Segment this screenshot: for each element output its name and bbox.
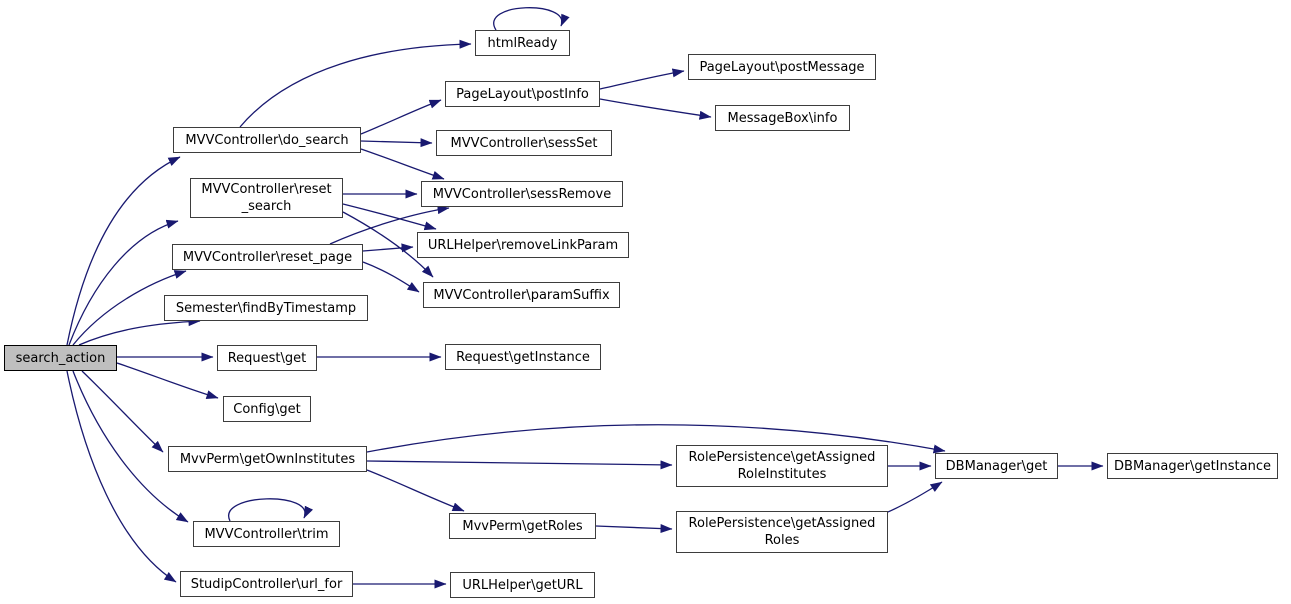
node-messagebox-info[interactable]: MessageBox\info xyxy=(715,105,850,131)
edge-do_search-htmlReady xyxy=(239,39,472,128)
node-rolepersistence-getassignedroles[interactable]: RolePersistence\getAssigned Roles xyxy=(676,511,888,553)
node-label: PageLayout\postInfo xyxy=(456,86,589,102)
node-label: MVVController\sessRemove xyxy=(432,186,612,202)
node-mvvcontroller-sessset[interactable]: MVVController\sessSet xyxy=(436,130,612,156)
node-label: URLHelper\getURL xyxy=(462,577,583,593)
edge-search_action-config_get xyxy=(116,362,219,399)
edge-getRoles-getAssignedRoles xyxy=(595,524,673,534)
node-mvvperm-getowninstitutes[interactable]: MvvPerm\getOwnInstitutes xyxy=(168,446,367,472)
edge-search_action-findByTimestamp xyxy=(78,317,201,346)
edge-do_search-sessRemove xyxy=(360,148,445,180)
node-urlhelper-geturl[interactable]: URLHelper\getURL xyxy=(450,572,595,598)
edge-postInfo-postMessage xyxy=(599,68,685,90)
node-htmlready[interactable]: htmlReady xyxy=(475,30,570,56)
node-label: Request\get xyxy=(227,350,307,366)
edge-reset_search-paramSuffix xyxy=(342,211,434,278)
node-label: MvvPerm\getRoles xyxy=(462,518,583,534)
edge-search_action-do_search xyxy=(66,156,181,346)
node-config-get[interactable]: Config\get xyxy=(223,396,311,422)
node-label: htmlReady xyxy=(487,35,558,51)
node-label: MVVController\reset_page xyxy=(182,249,353,265)
node-label: MVVController\sessSet xyxy=(450,135,598,151)
edge-reset_page-removeLinkParam xyxy=(362,243,414,253)
node-request-getinstance[interactable]: Request\getInstance xyxy=(445,344,601,370)
node-semester-findbytimestamp[interactable]: Semester\findByTimestamp xyxy=(164,295,368,321)
edge-postInfo-messagebox_info xyxy=(599,98,712,120)
edge-reset_search-removeLinkParam xyxy=(342,203,437,231)
node-mvvcontroller-reset-search[interactable]: MVVController\reset _search xyxy=(190,178,343,218)
node-pagelayout-postinfo[interactable]: PageLayout\postInfo xyxy=(445,81,600,107)
node-search-action: search_action xyxy=(4,345,117,371)
node-label: MVVController\do_search xyxy=(185,132,349,148)
edge-do_search-sessSet xyxy=(360,138,433,148)
edge-search_action-url_for xyxy=(66,370,177,583)
edge-reset_page-paramSuffix xyxy=(362,261,420,293)
node-label: RolePersistence\getAssigned xyxy=(688,516,876,531)
node-label: RolePersistence\getAssigned xyxy=(688,450,876,465)
node-label: StudipController\url_for xyxy=(190,576,343,592)
node-label: PageLayout\postMessage xyxy=(699,59,865,75)
node-label: Config\get xyxy=(233,401,301,417)
edge-search_action-trim xyxy=(72,370,189,523)
node-label: URLHelper\removeLinkParam xyxy=(427,237,619,253)
node-label: search_action xyxy=(15,350,106,366)
node-mvvcontroller-do-search[interactable]: MVVController\do_search xyxy=(173,127,361,153)
edge-search_action-getOwnInstitutes xyxy=(81,370,164,453)
node-label: DBManager\get xyxy=(945,458,1048,474)
node-urlhelper-removelinkparam[interactable]: URLHelper\removeLinkParam xyxy=(417,232,629,258)
node-label: Semester\findByTimestamp xyxy=(175,300,357,316)
edge-reset_page-sessRemove xyxy=(329,205,450,245)
node-label: _search xyxy=(241,199,292,214)
edge-getOwnInstitutes-getAssignedRoleInstitutes xyxy=(366,460,673,470)
node-mvvcontroller-reset-page[interactable]: MVVController\reset_page xyxy=(172,244,363,270)
node-mvvcontroller-trim[interactable]: MVVController\trim xyxy=(193,521,340,547)
node-label: MvvPerm\getOwnInstitutes xyxy=(179,451,356,467)
edge-do_search-postInfo xyxy=(360,99,442,135)
node-label: RoleInstitutes xyxy=(737,467,827,482)
node-label: Roles xyxy=(764,533,800,548)
node-label: MessageBox\info xyxy=(727,110,838,126)
edge-getOwnInstitutes-getRoles xyxy=(366,469,465,512)
node-studipcontroller-url-for[interactable]: StudipController\url_for xyxy=(180,571,353,597)
edge-htmlReady-self-loop xyxy=(493,7,570,31)
node-label: Request\getInstance xyxy=(456,349,590,365)
node-mvvcontroller-paramsuffix[interactable]: MVVController\paramSuffix xyxy=(423,282,620,308)
edge-getOwnInstitutes-dbmanager_get xyxy=(366,424,946,454)
edge-getAssignedRoles-dbmanager_get xyxy=(887,481,943,513)
node-rolepersistence-getassignedroleinstitutes[interactable]: RolePersistence\getAssigned RoleInstitut… xyxy=(676,445,888,487)
node-dbmanager-getinstance[interactable]: DBManager\getInstance xyxy=(1107,453,1278,479)
node-mvvperm-getroles[interactable]: MvvPerm\getRoles xyxy=(449,513,596,539)
node-pagelayout-postmessage[interactable]: PageLayout\postMessage xyxy=(688,54,876,80)
node-dbmanager-get[interactable]: DBManager\get xyxy=(935,453,1058,479)
edge-trim-self-loop xyxy=(228,498,314,522)
node-request-get[interactable]: Request\get xyxy=(217,345,317,371)
node-label: MVVController\reset xyxy=(201,182,332,197)
edge-search_action-reset_search xyxy=(68,219,179,346)
node-mvvcontroller-sessremove[interactable]: MVVController\sessRemove xyxy=(421,181,623,207)
node-label: DBManager\getInstance xyxy=(1114,458,1271,474)
node-label: MVVController\trim xyxy=(204,526,329,542)
edge-search_action-reset_page xyxy=(72,270,187,346)
node-label: MVVController\paramSuffix xyxy=(433,287,610,303)
